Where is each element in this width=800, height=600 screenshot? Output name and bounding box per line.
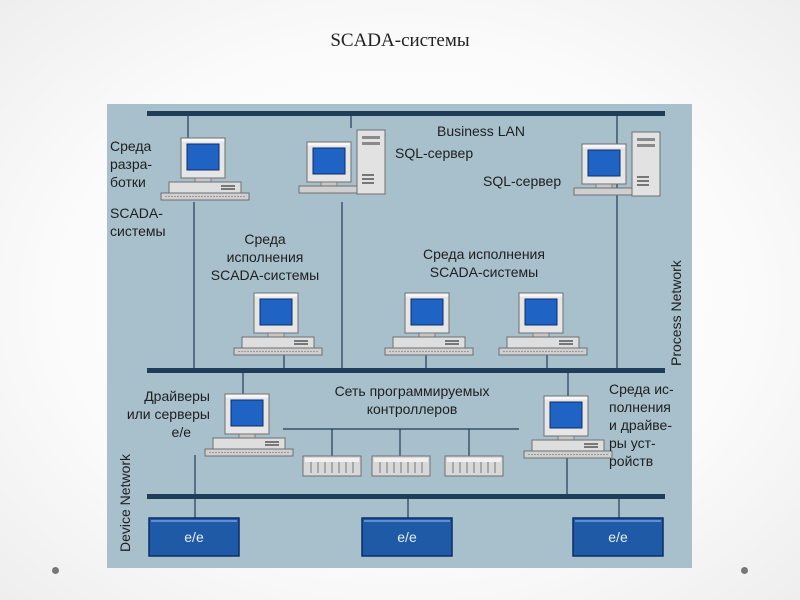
plc-1 [302,455,362,477]
sql-server-2-label: SQL-сервер [483,173,561,189]
business-lan-label: Business LAN [437,123,525,139]
device-box-1: е/е [148,517,240,557]
svg-text:Среда: Среда [110,138,152,154]
scada-architecture-diagram: е/е е/е е/е Business LAN SQL-сервер SQL-… [107,104,692,568]
svg-text:контроллеров: контроллеров [367,401,458,417]
business-lan-bus [147,111,665,116]
svg-text:SCADA-системы: SCADA-системы [211,267,319,283]
svg-text:ры уст-: ры уст- [609,435,656,451]
dev-env-computer [161,138,249,200]
plc-network-label: Сеть программируемых контроллеров [335,383,490,417]
device-network-label: Device Network [117,453,133,552]
slide-bullet-left [52,567,59,574]
slide-bullet-right [741,567,748,574]
svg-text:SCADA-: SCADA- [110,205,163,221]
runtime-2b-computer [499,293,587,355]
svg-text:е/е: е/е [172,424,192,440]
svg-text:SCADA-системы: SCADA-системы [430,264,538,280]
svg-text:ботки: ботки [110,174,146,190]
svg-text:или серверы: или серверы [127,406,210,422]
svg-text:и драйве-: и драйве- [609,417,672,433]
device-network-bus [147,494,665,499]
runtime-1-computer [234,293,322,355]
slide-title: SCADA-системы [330,30,470,51]
svg-text:Среда: Среда [244,231,286,247]
runtime-2a-computer [385,293,473,355]
process-network-label: Process Network [668,259,684,366]
plc-3 [444,455,504,477]
device-3-label: е/е [608,529,628,545]
runtime-1-label: Среда исполнения SCADA-системы [211,231,319,283]
svg-text:системы: системы [110,223,166,239]
svg-text:полнения: полнения [609,399,671,415]
svg-text:Среда ис-: Среда ис- [609,381,674,397]
runtime-2-label: Среда исполнения SCADA-системы [423,246,545,280]
device-box-2: е/е [361,517,453,557]
svg-text:Драйверы: Драйверы [144,388,210,404]
svg-text:Среда исполнения: Среда исполнения [423,246,545,262]
dev-env-label: Среда разра- ботки SCADA- системы [110,138,166,239]
svg-text:Сеть программируемых: Сеть программируемых [335,383,490,399]
drivers-computer [205,394,293,456]
process-network-bus [147,368,665,373]
svg-text:исполнения: исполнения [227,249,304,265]
device-1-label: е/е [184,529,204,545]
svg-text:ройств: ройств [609,453,653,469]
sql-server-1-label: SQL-сервер [395,145,473,161]
plc-2 [371,455,431,477]
runtime-drivers-computer [524,396,612,458]
device-2-label: е/е [397,529,417,545]
runtime-drivers-label: Среда ис- полнения и драйве- ры уст- рой… [609,381,674,469]
sql-server-1-computer [299,130,385,194]
svg-text:разра-: разра- [110,156,152,172]
device-box-3: е/е [572,517,664,557]
drivers-label: Драйверы или серверы е/е [127,388,210,440]
